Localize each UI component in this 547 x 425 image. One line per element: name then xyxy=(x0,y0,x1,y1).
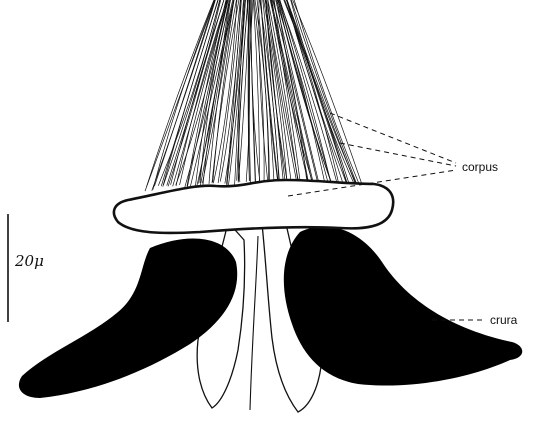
fibre-strand xyxy=(163,0,218,187)
corpus-fibres xyxy=(145,0,363,191)
corpus-label: corpus xyxy=(462,160,498,174)
crura-label: crura xyxy=(490,313,518,327)
scale-label: 20μ xyxy=(14,252,44,270)
corpus-plate xyxy=(114,180,393,233)
fibre-strand xyxy=(158,0,220,186)
fibre-strand xyxy=(213,0,237,182)
right-crus xyxy=(284,227,522,386)
fibre-strand xyxy=(286,0,348,188)
central-line xyxy=(250,236,258,410)
